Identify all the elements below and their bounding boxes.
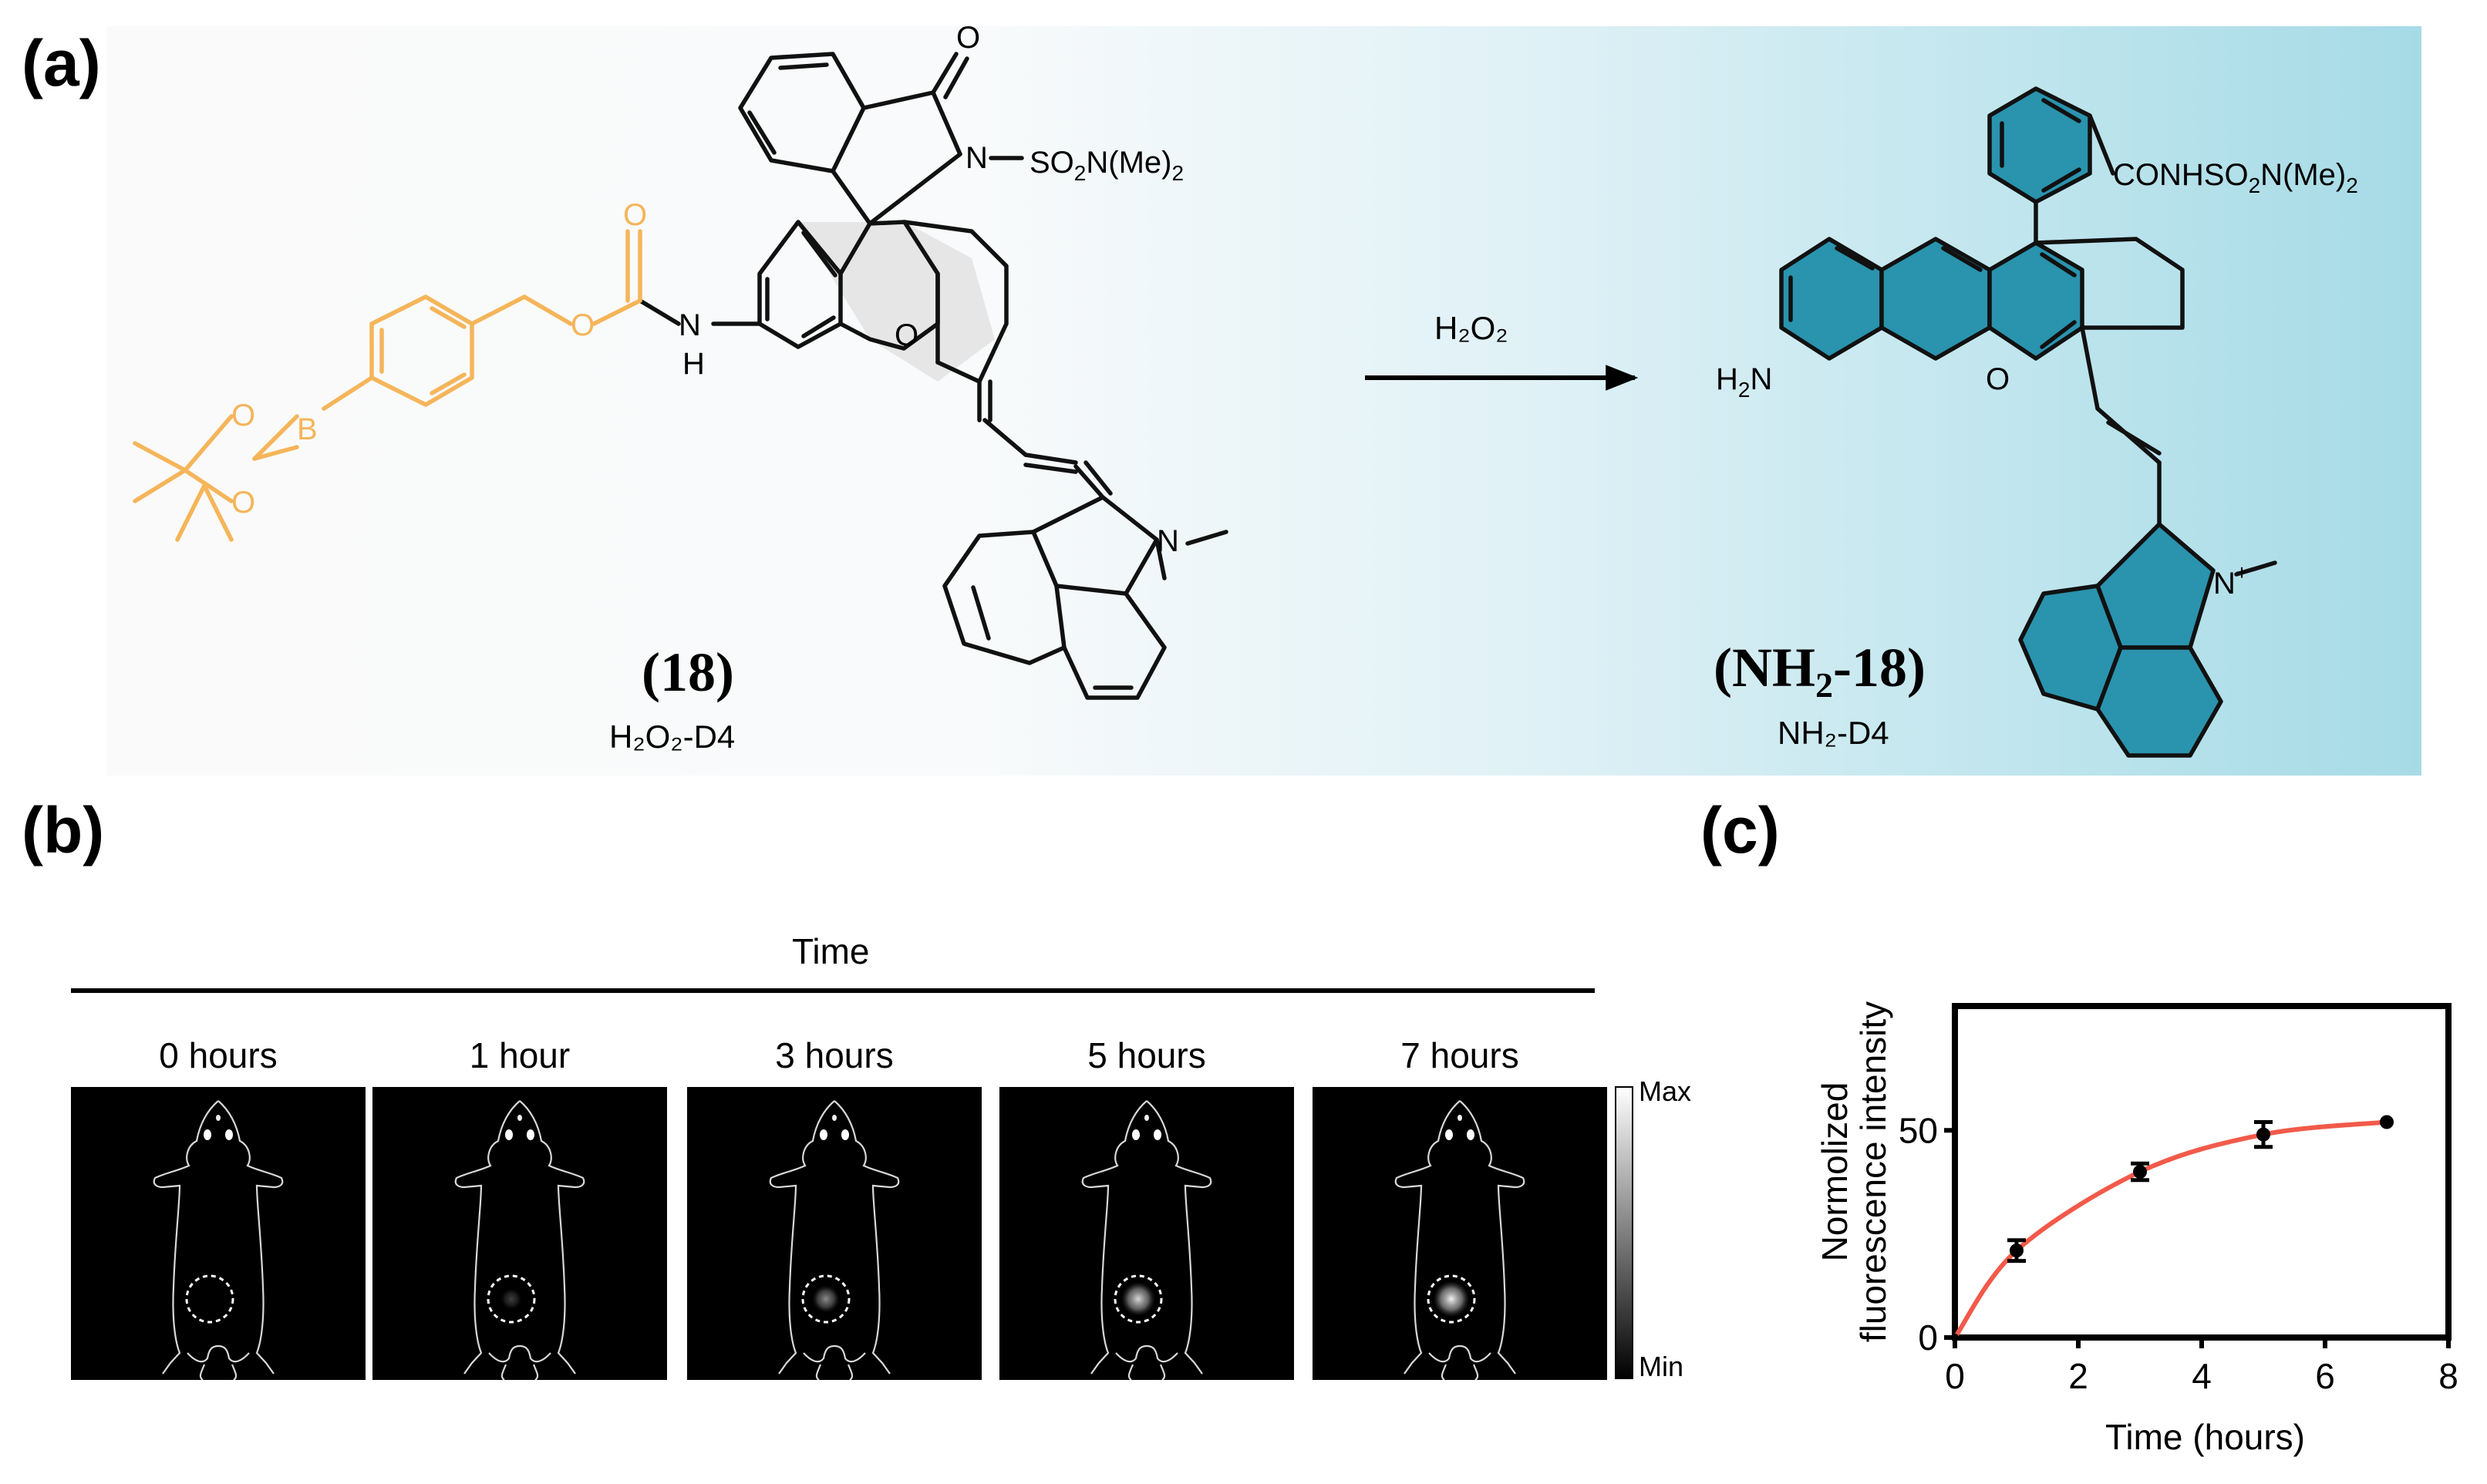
mouse-image-tile <box>71 1087 366 1380</box>
timepoint-label: 3 hours <box>775 1035 893 1075</box>
tumor-roi-circle <box>801 1274 851 1324</box>
product-compound-number: (NH2-18) <box>1714 637 1926 705</box>
atom-label-boronate-O1: O <box>231 399 255 432</box>
tumor-roi-circle <box>487 1274 536 1324</box>
timepoint-label: 0 hours <box>159 1035 277 1075</box>
y-tick-label: 50 <box>1899 1110 1938 1150</box>
reagent-label: H₂O₂ <box>1434 310 1508 346</box>
mouse-image-tile <box>999 1087 1294 1380</box>
data-point <box>2380 1115 2394 1129</box>
reactant-compound-number: (18) <box>642 641 734 703</box>
atom-label-carbamate-H: H <box>682 347 705 381</box>
chart-marks <box>1951 1115 2394 1341</box>
mouse-image-tile <box>1313 1087 1607 1380</box>
atom-label-product-xanthene-O: O <box>1986 362 2010 396</box>
chart-xlabel: Time (hours) <box>2105 1417 2305 1457</box>
data-point <box>2256 1127 2270 1142</box>
atom-label-boron: B <box>297 412 318 446</box>
data-point <box>1951 1334 1959 1341</box>
chart-ticks: 0 2 4 6 8 0 50 <box>1899 1110 2458 1396</box>
atom-label-xanthene-O: O <box>895 318 918 352</box>
chart-ylabel-line2: fluorescence intensity <box>1853 1001 1893 1342</box>
x-tick-label: 0 <box>1945 1356 1965 1396</box>
data-point <box>2133 1165 2147 1179</box>
chart-ylabel-line1: Normolized <box>1815 1082 1855 1262</box>
series-line <box>1953 1119 2388 1339</box>
data-point <box>2010 1243 2024 1258</box>
tumor-roi-circle <box>1427 1274 1476 1324</box>
atom-label-boronate-O2: O <box>231 486 255 520</box>
x-tick-label: 6 <box>2315 1356 2335 1396</box>
atom-label-sulfonyl-N: N <box>965 141 988 175</box>
time-axis-title: Time <box>792 931 870 971</box>
atom-label-carbonyl-O: O <box>956 21 980 55</box>
pinacol-boronate-group <box>133 229 642 542</box>
panel-label-c: (c) <box>1700 794 1780 867</box>
product-structure <box>1779 86 2277 758</box>
plot-frame <box>1952 1003 2452 1341</box>
tumor-roi-circle <box>1114 1274 1163 1324</box>
x-tick-label: 8 <box>2438 1356 2458 1396</box>
tumor-signal <box>1433 1280 1470 1317</box>
mouse-image-tile <box>372 1087 667 1380</box>
atom-label-sulfonamide: SO2N(Me)2 <box>1030 146 1184 185</box>
reactant-compound-name: H₂O₂-D4 <box>609 718 735 755</box>
tumor-signal <box>812 1285 840 1313</box>
atom-label-carbamate-O1: O <box>623 198 647 232</box>
y-tick-label: 0 <box>1918 1317 1938 1358</box>
reaction-scheme: O N SO2N(Me)2 O N H N O O B O O (18) H₂O… <box>106 21 2421 776</box>
colorbar-max-label: Max <box>1639 1075 1691 1107</box>
timepoint-label: 5 hours <box>1087 1035 1205 1075</box>
atom-label-product-amine: H2N <box>1716 362 1772 402</box>
timepoint-label: 1 hour <box>470 1035 570 1075</box>
tumor-signal <box>500 1288 522 1310</box>
colorbar <box>1615 1086 1633 1379</box>
reactant-structure <box>638 52 1228 700</box>
atom-label-carbamate-O2: O <box>571 308 595 342</box>
x-tick-label: 4 <box>2192 1356 2212 1396</box>
mouse-image-tile <box>687 1087 982 1380</box>
tumor-signal <box>1121 1282 1155 1316</box>
atom-label-product-amide: CONHSO2N(Me)2 <box>2113 158 2358 197</box>
timepoint-label: 7 hours <box>1400 1035 1518 1075</box>
colorbar-min-label: Min <box>1639 1351 1683 1382</box>
atom-label-indole-N: N <box>1157 524 1179 558</box>
imaging-tiles: 0 hours 1 hour 3 hours 5 hours 7 hours <box>71 1035 1607 1380</box>
tumor-roi-circle <box>185 1274 234 1324</box>
product-compound-name: NH₂-D4 <box>1778 715 1889 751</box>
panel-label-a: (a) <box>22 27 101 99</box>
x-tick-label: 2 <box>2068 1356 2088 1396</box>
atom-label-carbamate-N: N <box>679 308 701 342</box>
atom-label-product-indolium-N: N+ <box>2213 560 2248 601</box>
panel-label-b: (b) <box>22 794 105 867</box>
